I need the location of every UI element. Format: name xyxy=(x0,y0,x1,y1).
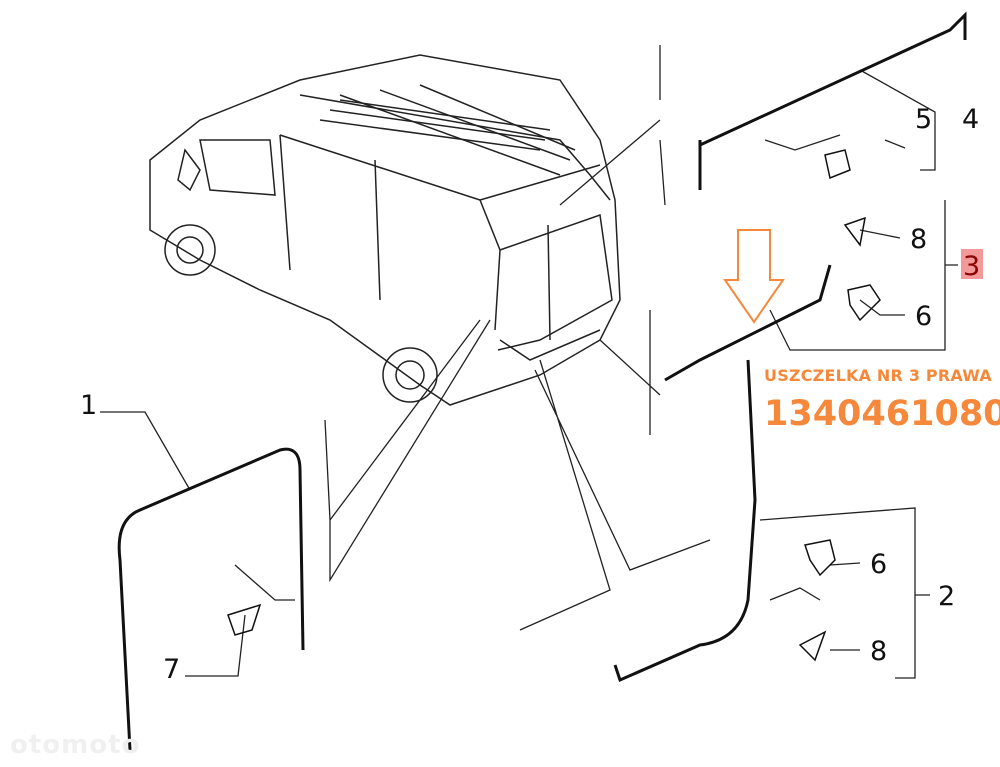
clip-6b xyxy=(804,539,836,577)
clip-8a xyxy=(843,216,866,247)
callout-labels: 1 2 3 4 5 6 6 7 8 8 xyxy=(80,104,980,685)
seal-1 xyxy=(117,447,305,751)
seal-4 xyxy=(698,11,967,190)
highlight-box-3 xyxy=(961,249,983,279)
arrow-down-outline-icon xyxy=(723,229,785,324)
label-6-upper: 6 xyxy=(915,301,932,332)
label-1: 1 xyxy=(80,390,97,421)
label-3: 3 xyxy=(963,251,980,282)
seal-2 xyxy=(613,359,757,683)
label-8-lower: 8 xyxy=(870,636,887,667)
label-6-lower: 6 xyxy=(870,549,887,580)
clip-6a xyxy=(847,284,881,322)
watermark-logo: otomoto xyxy=(10,730,141,760)
seal-3 xyxy=(664,264,832,382)
part-description: USZCZELKA NR 3 PRAWA xyxy=(764,366,992,385)
part-number: 1340461080 xyxy=(764,394,1000,434)
leader-lines xyxy=(100,45,958,679)
label-4: 4 xyxy=(962,104,979,135)
label-5: 5 xyxy=(915,104,932,135)
seal-parts xyxy=(117,11,967,751)
label-7: 7 xyxy=(163,654,180,685)
label-2: 2 xyxy=(938,581,955,612)
label-8-upper: 8 xyxy=(910,224,927,255)
clip-7 xyxy=(227,603,262,636)
van-illustration xyxy=(149,54,621,406)
clip-5 xyxy=(824,149,851,180)
clip-8b xyxy=(798,630,827,662)
